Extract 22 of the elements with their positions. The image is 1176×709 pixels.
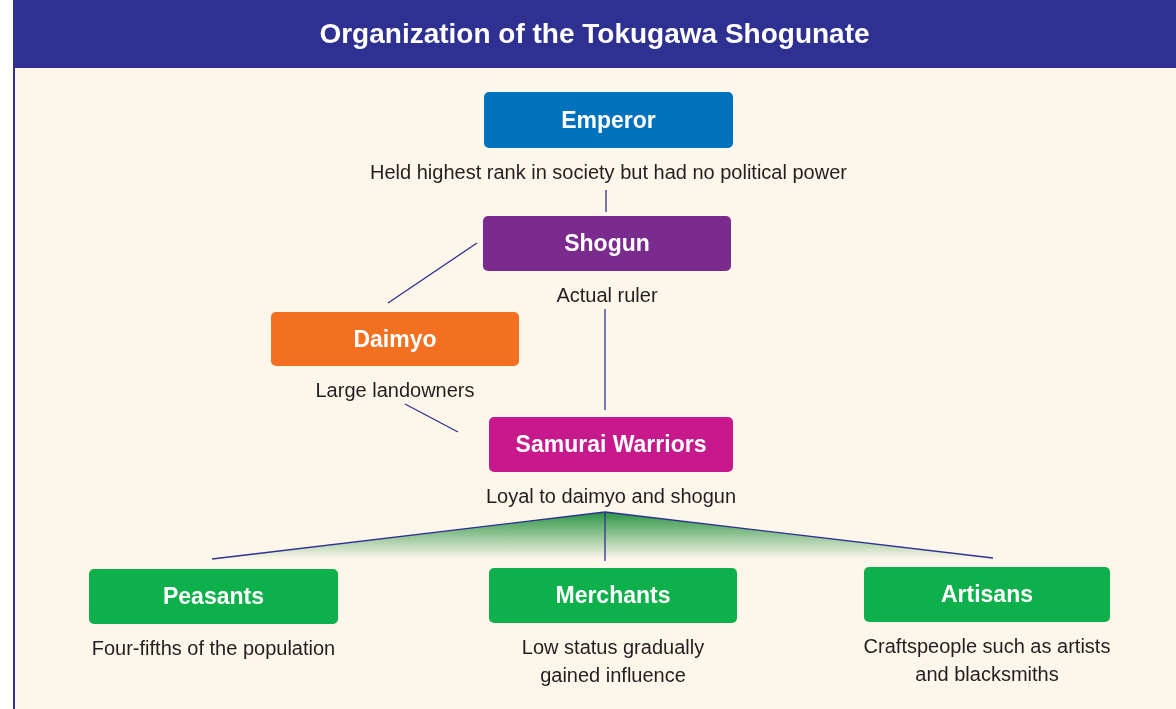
connector-line bbox=[605, 189, 607, 213]
rank-box: Artisans bbox=[864, 567, 1110, 622]
title-banner: Organization of the Tokugawa Shogunate bbox=[13, 0, 1176, 68]
description-text: Large landowners bbox=[315, 378, 475, 403]
description-text: Actual ruler bbox=[556, 283, 658, 308]
rank-box: Samurai Warriors bbox=[489, 417, 733, 472]
description-text: Held highest rank in society but had no political power bbox=[370, 160, 847, 185]
connector-line bbox=[404, 403, 459, 433]
connector-line bbox=[387, 242, 478, 304]
connector-line bbox=[604, 511, 606, 562]
rank-box: Emperor bbox=[484, 92, 733, 148]
rank-box: Daimyo bbox=[271, 312, 519, 366]
description-text: Craftspeople such as artists and blacksmiths bbox=[862, 634, 1112, 687]
description-text: Four-fifths of the population bbox=[91, 636, 336, 661]
connector-line bbox=[604, 308, 606, 411]
description-text: Low status gradually gained influence bbox=[520, 635, 706, 688]
rank-box: Merchants bbox=[489, 568, 737, 623]
rank-box: Shogun bbox=[483, 216, 731, 271]
description-text: Loyal to daimyo and shogun bbox=[485, 484, 737, 509]
connector-line bbox=[211, 511, 606, 560]
rank-box: Peasants bbox=[89, 569, 338, 624]
connector-line bbox=[604, 511, 994, 559]
